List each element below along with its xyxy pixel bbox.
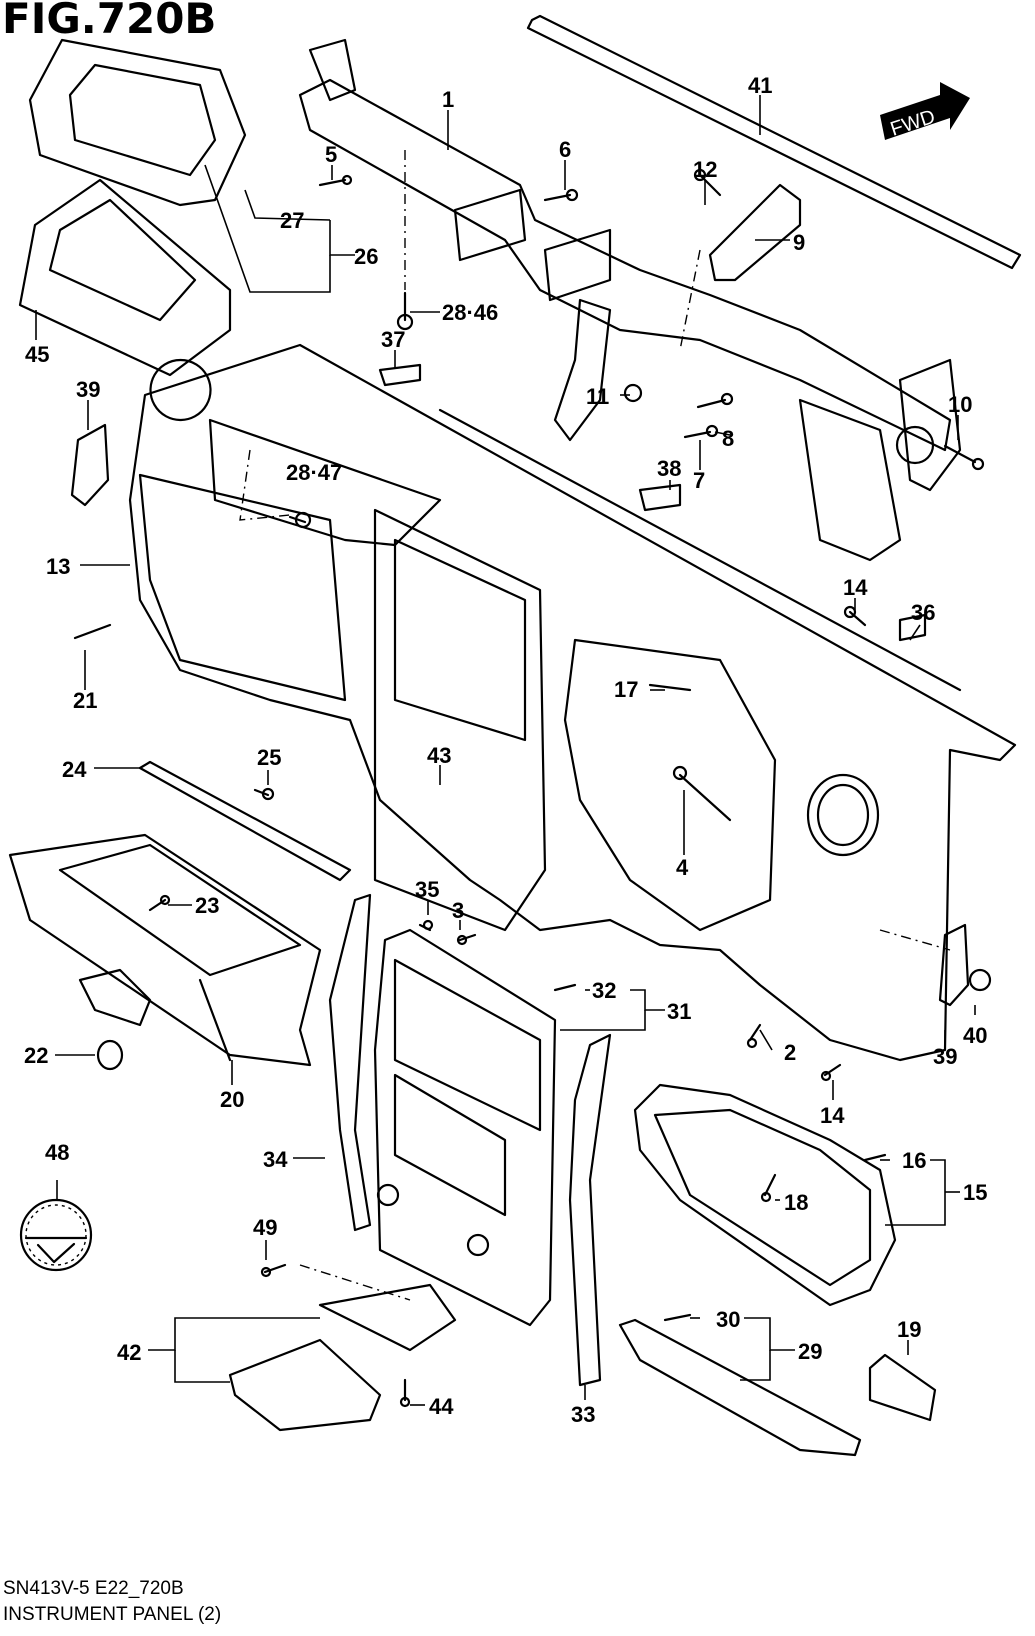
- part-26-meter-hood-upper: [28, 38, 247, 207]
- assembly-guide-lines: [239, 150, 951, 1301]
- callout-25: 25: [257, 745, 281, 770]
- callout-17: 17: [614, 677, 638, 702]
- callout-19: 19: [897, 1317, 921, 1342]
- part-1-steering-support-member: [298, 38, 962, 562]
- callout-6: 6: [559, 137, 571, 162]
- part-24-striker-bar: [138, 760, 352, 882]
- callout-9: 9: [793, 230, 805, 255]
- part-45-meter-hood-cover: [18, 178, 232, 377]
- part-29-lower-cover: [618, 1318, 862, 1457]
- callout-26: 26: [354, 244, 378, 269]
- callout-5: 5: [325, 142, 337, 167]
- callout-32: 32: [592, 978, 616, 1003]
- callout-4: 4: [676, 855, 689, 880]
- callout-8: 8: [722, 426, 734, 451]
- leader-lines: [35, 95, 976, 1406]
- part-33-side-garnish: [568, 1033, 612, 1387]
- part-9-bracket: [708, 183, 802, 282]
- part-20-glove-box: [8, 833, 322, 1067]
- footer-section-name: INSTRUMENT PANEL (2): [3, 1604, 222, 1625]
- callout-45: 45: [25, 342, 49, 367]
- fasteners: [73, 168, 985, 1408]
- callout-18: 18: [784, 1190, 808, 1215]
- callout-41: 41: [748, 73, 772, 98]
- callout-14-lower: 14: [820, 1103, 845, 1128]
- callout-49: 49: [253, 1215, 277, 1240]
- callout-44: 44: [429, 1394, 454, 1419]
- callout-31: 31: [667, 999, 691, 1024]
- callout-23: 23: [195, 893, 219, 918]
- part-15-meter-bezel: [633, 1083, 897, 1307]
- callout-24: 24: [62, 757, 87, 782]
- callout-27: 27: [280, 208, 304, 233]
- callout-30: 30: [716, 1307, 740, 1332]
- callout-7: 7: [693, 468, 705, 493]
- callout-12: 12: [693, 157, 717, 182]
- part-19-switch-bezel: [868, 1353, 937, 1422]
- callout-36: 36: [911, 600, 935, 625]
- callout-2: 2: [784, 1040, 796, 1065]
- callout-28-47: 28·47: [286, 460, 342, 485]
- callout-33: 33: [571, 1402, 595, 1427]
- part-41-molding-strip: [526, 14, 1022, 270]
- callout-28-46: 28·46: [442, 300, 498, 325]
- callout-10: 10: [948, 392, 972, 417]
- footer-model-code: SN413V-5 E22_720B: [3, 1578, 184, 1599]
- part-31-center-bezel: [373, 928, 557, 1327]
- callout-14-upper: 14: [843, 575, 868, 600]
- part-13-instrument-panel: [128, 343, 1017, 1062]
- callout-43: 43: [427, 743, 451, 768]
- part-40-cap: [968, 968, 992, 992]
- callout-38: 38: [657, 456, 681, 481]
- callout-21: 21: [73, 688, 97, 713]
- callout-16: 16: [902, 1148, 926, 1173]
- callout-37: 37: [381, 327, 405, 352]
- callout-35: 35: [415, 877, 439, 902]
- callout-3: 3: [452, 898, 464, 923]
- callout-22: 22: [24, 1043, 48, 1068]
- callout-34: 34: [263, 1147, 288, 1172]
- fwd-arrow-badge: FWD: [880, 82, 970, 141]
- callout-42: 42: [117, 1340, 141, 1365]
- callout-15: 15: [963, 1180, 987, 1205]
- part-48-airbag-emblem: [19, 1198, 93, 1272]
- callout-13: 13: [46, 554, 70, 579]
- callout-40: 40: [963, 1023, 987, 1048]
- figure-title: FIG.720B: [2, 0, 217, 43]
- part-22-glove-box-lock: [78, 968, 152, 1071]
- callout-1: 1: [442, 87, 454, 112]
- part-34-side-garnish: [328, 893, 372, 1232]
- part-39-side-vent-left: [70, 423, 110, 507]
- callout-11: 11: [586, 384, 609, 409]
- callout-labels: 1 2 3 4 5 6 7 8 9 10 11 12 13 14 14 15 1…: [24, 73, 987, 1427]
- callout-39-right: 39: [933, 1044, 957, 1069]
- part-39-side-vent-right: [938, 923, 970, 1007]
- callout-39-left: 39: [76, 377, 100, 402]
- part-42-console-pocket: [228, 1283, 457, 1432]
- callout-48: 48: [45, 1140, 69, 1165]
- callout-20: 20: [220, 1087, 244, 1112]
- callout-29: 29: [798, 1339, 822, 1364]
